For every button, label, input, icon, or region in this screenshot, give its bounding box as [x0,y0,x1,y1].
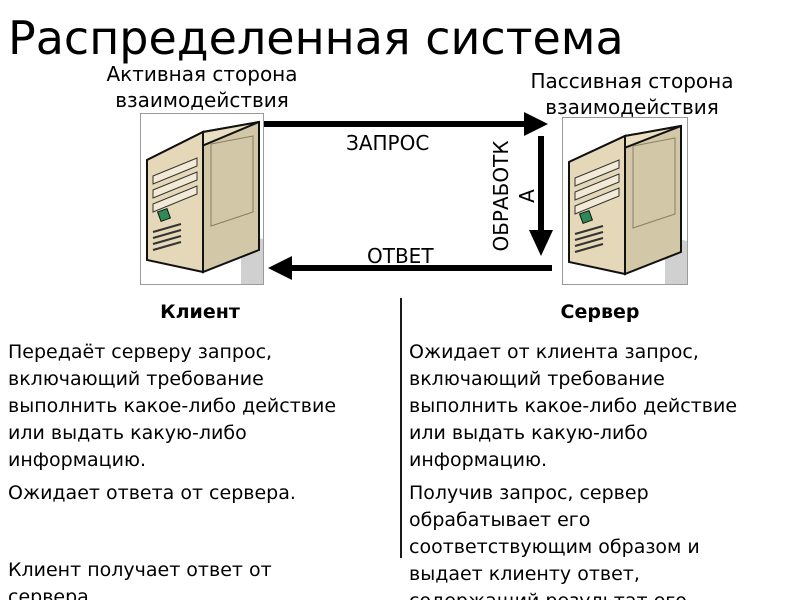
client-computer-image [140,113,264,285]
request-label: ЗАПРОС [346,131,430,155]
server-heading: Сервер [560,301,640,323]
client-paragraph-1-line: информацию. [8,449,146,471]
server-paragraph-1: Ожидает от клиента запрос, включающий тр… [409,339,799,474]
request-arrow [264,112,548,136]
server-paragraph-2-line: выдает клиенту ответ, [409,563,640,585]
client-paragraph-1-line: выполнить какое-либо действие [8,395,337,417]
active-side-label-line-2: взаимодействия [115,88,289,112]
client-paragraph-2: Ожидает ответа от сервера. [8,480,394,507]
server-paragraph-2-line: Получив запрос, сервер [409,482,649,504]
passive-side-label-line-2: взаимодействия [545,95,719,119]
active-side-label: Активная сторона взаимодействия [82,61,322,113]
passive-side-label-line-1: Пассивная сторона [530,69,734,93]
server-paragraph-1-line: Ожидает от клиента запрос, [409,341,699,363]
client-paragraph-3-line: сервера [8,586,89,600]
column-divider [400,298,402,558]
client-paragraph-1-line: или выдать какую-либо [8,422,247,444]
server-paragraph-2: Получив запрос, сервер обрабатывает его … [409,480,799,600]
client-paragraph-3-line: Клиент получает ответ от [8,559,272,581]
server-computer-icon [568,124,687,284]
response-label: ОТВЕТ [367,244,434,268]
slide-title: Распределенная система [8,11,624,65]
server-paragraph-2-line: соответствующим образом и [409,536,700,558]
processing-label-line-1: ОБРАБОТК [489,140,513,252]
server-computer-image [562,117,688,285]
server-paragraph-2-line: содержащий результат его [409,588,799,600]
client-paragraph-1: Передаёт серверу запрос, включающий треб… [8,339,394,474]
server-paragraph-1-line: выполнить какое-либо действие [409,395,738,417]
client-paragraph-2-line: Ожидает ответа от сервера. [8,482,296,504]
active-side-label-line-1: Активная сторона [106,62,298,86]
client-heading: Клиент [160,301,240,323]
client-paragraph-1-line: включающий требование [8,368,264,390]
server-paragraph-2-line: обрабатывает его [409,509,591,531]
client-paragraph-3: Клиент получает ответ от сервера [8,557,394,600]
server-computer-icon [146,120,263,284]
passive-side-label: Пассивная сторона взаимодействия [510,68,754,120]
processing-label-line-2: А [515,189,539,203]
processing-arrow [529,136,553,256]
client-paragraph-1-line: Передаёт серверу запрос, [8,341,273,363]
server-paragraph-1-line: включающий требование [409,368,665,390]
server-paragraph-1-line: или выдать какую-либо [409,422,648,444]
response-arrow [268,256,552,280]
server-paragraph-1-line: информацию. [409,449,547,471]
